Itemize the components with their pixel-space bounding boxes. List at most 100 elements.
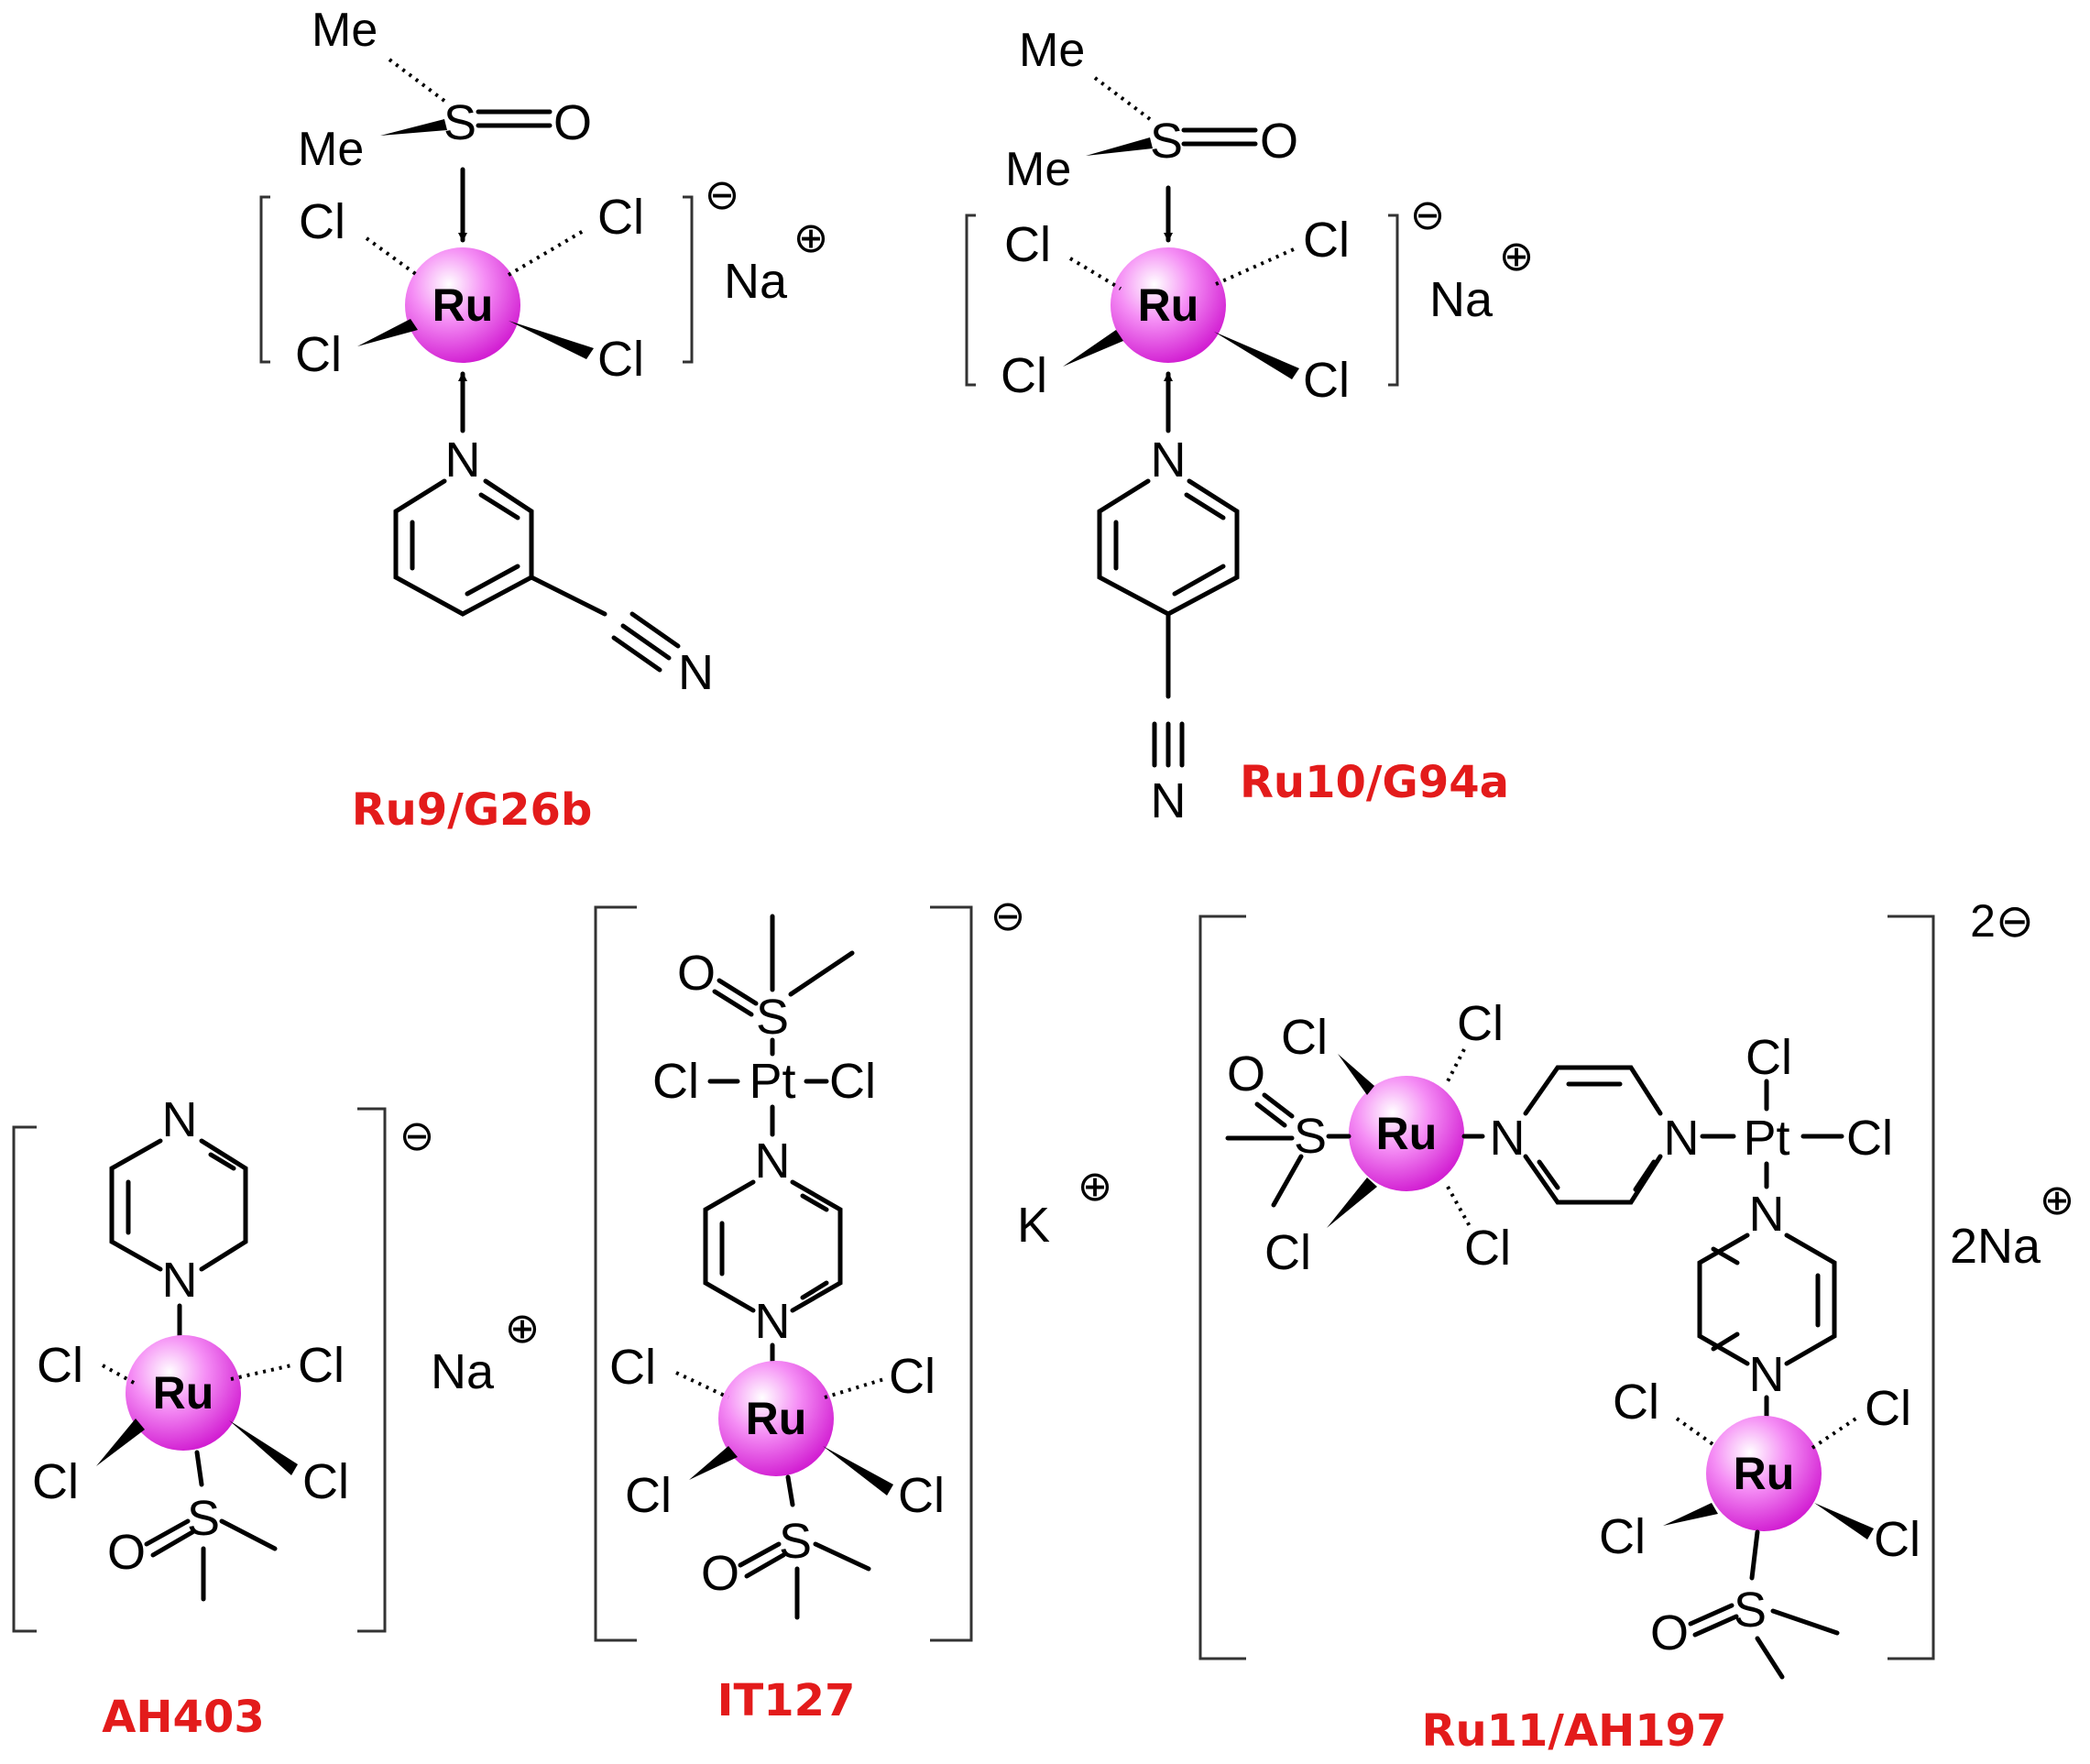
- methyl-label: Me: [312, 4, 378, 57]
- double-bond: [744, 1552, 786, 1579]
- compound-caption: Ru10/G94a: [1240, 757, 1509, 808]
- counterion-label: K: [1017, 1198, 1050, 1253]
- chloride-label: Cl: [597, 332, 644, 387]
- bracket-right: [1888, 915, 1935, 1660]
- nitrogen-label: N: [162, 1092, 198, 1147]
- nitrogen-label: N: [1151, 433, 1187, 488]
- compound-ru11: 2⊖ 2Na ⊕ Ru Cl Cl Cl Cl S O N N Pt Cl C: [1198, 895, 2075, 1757]
- double-bond: [738, 1541, 782, 1568]
- platinum-label: Pt: [749, 1054, 795, 1109]
- chloride-label: Cl: [1613, 1375, 1659, 1430]
- chloride-label: Cl: [1846, 1111, 1893, 1166]
- pyrazine-ring: [109, 1138, 163, 1272]
- chloride-label: Cl: [298, 1338, 345, 1393]
- ring-double-bond: [1711, 1246, 1740, 1265]
- bracket-left: [965, 214, 976, 387]
- sulfur-label: S: [1294, 1109, 1327, 1164]
- hashed-bond: [1093, 76, 1152, 121]
- nitrile-bond: [611, 635, 662, 673]
- methyl-bond: [1770, 1608, 1840, 1636]
- charge-label: ⊖: [1410, 191, 1446, 238]
- chloride-label: Cl: [37, 1338, 83, 1393]
- pyrazine-ring: [1697, 1233, 1750, 1366]
- chloride-label: Cl: [1457, 996, 1504, 1051]
- chloride-label: Cl: [652, 1054, 699, 1109]
- hashed-bond: [675, 1371, 729, 1399]
- hashed-bond: [388, 58, 446, 103]
- oxygen-label: O: [553, 95, 592, 150]
- sulfur-label: S: [1150, 114, 1183, 169]
- ring-double-bond: [800, 1193, 829, 1212]
- chloride-label: Cl: [1264, 1225, 1311, 1280]
- pyrazine-ring: [1523, 1065, 1663, 1116]
- chloride-label: Cl: [299, 194, 345, 249]
- ruthenium-label: Ru: [746, 1393, 807, 1444]
- pyrazine-ring: [199, 1138, 248, 1272]
- ring-double-bond: [478, 492, 520, 520]
- bracket-right: [683, 195, 694, 364]
- counterion-charge: ⊕: [1078, 1162, 1113, 1210]
- oxygen-label: O: [677, 946, 716, 1001]
- wedge-bond: [1814, 1503, 1874, 1539]
- compound-ru9: Me Me S O Ru Cl Cl Cl Cl ⊖ Na ⊕ N: [259, 4, 829, 836]
- chloride-label: Cl: [889, 1349, 936, 1404]
- bracket-left: [12, 1125, 37, 1633]
- double-bond: [717, 978, 759, 1006]
- sulfur-label: S: [187, 1491, 220, 1546]
- methyl-label: Me: [1019, 24, 1085, 77]
- bracket-right: [1388, 214, 1399, 387]
- double-bond: [1688, 1603, 1734, 1627]
- hashed-bond: [1215, 247, 1295, 286]
- methyl-bond: [1271, 1154, 1304, 1208]
- methyl-label: Me: [1005, 143, 1071, 196]
- oxygen-label: O: [701, 1546, 739, 1601]
- counterion-charge: ⊕: [2040, 1176, 2075, 1223]
- pyrazine-ring: [703, 1179, 756, 1313]
- hashed-bond: [824, 1377, 885, 1399]
- nitrogen-label: N: [445, 433, 481, 488]
- ring-double-bond: [465, 564, 520, 597]
- charge-label: 2⊖: [1970, 895, 2034, 947]
- bracket-left: [1198, 915, 1246, 1660]
- hashed-bond: [365, 236, 419, 277]
- counterion-charge: ⊕: [505, 1304, 541, 1352]
- coordination-bond: [785, 1474, 795, 1507]
- pyrazine-ring: [1784, 1233, 1837, 1366]
- counterion-charge: ⊕: [1499, 232, 1535, 279]
- bracket-left: [594, 905, 637, 1642]
- methyl-bond: [788, 950, 855, 997]
- pyrazine-ring: [790, 1179, 843, 1313]
- bracket-right: [357, 1107, 387, 1633]
- nitrogen-label: N: [1151, 773, 1187, 828]
- hashed-bond: [102, 1364, 137, 1386]
- nitrogen-label: N: [1749, 1347, 1785, 1402]
- ruthenium-label: Ru: [153, 1367, 214, 1419]
- oxygen-label: O: [1260, 114, 1298, 169]
- sulfur-label: S: [1734, 1583, 1767, 1638]
- nitrogen-label: N: [162, 1253, 198, 1308]
- wedge-bond: [357, 319, 418, 346]
- wedge-bond: [96, 1419, 145, 1466]
- oxygen-label: O: [107, 1525, 146, 1580]
- ring-double-bond: [1537, 1159, 1560, 1190]
- wedge-bond: [1214, 332, 1299, 379]
- chloride-label: Cl: [32, 1454, 79, 1509]
- ring-double-bond: [1172, 564, 1226, 597]
- ruthenium-sphere: [1111, 247, 1226, 363]
- ring-double-bond: [1633, 1159, 1657, 1192]
- chloride-label: Cl: [625, 1468, 672, 1523]
- ruthenium-label: Ru: [1376, 1108, 1438, 1159]
- chloride-label: Cl: [898, 1468, 945, 1523]
- hashed-bond: [1675, 1417, 1717, 1448]
- ruthenium-label: Ru: [1734, 1448, 1795, 1499]
- counterion-charge: ⊕: [793, 214, 829, 261]
- compound-caption: Ru11/AH197: [1422, 1705, 1727, 1757]
- compound-caption: IT127: [717, 1675, 856, 1726]
- ruthenium-sphere: [718, 1361, 834, 1476]
- methyl-bond: [1755, 1636, 1785, 1680]
- nitrogen-label: N: [755, 1294, 791, 1349]
- ruthenium-sphere: [405, 247, 520, 363]
- wedge-bond: [689, 1446, 738, 1480]
- nitrogen-label: N: [755, 1134, 791, 1189]
